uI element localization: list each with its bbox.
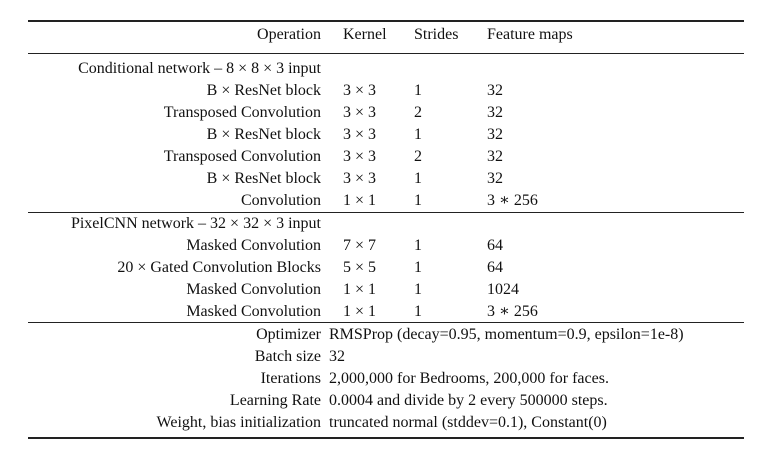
hyperparam-value: 0.0004 and divide by 2 every 500000 step…	[329, 392, 608, 409]
header-operation: Operation	[257, 26, 321, 43]
hyperparam-rule	[28, 322, 744, 323]
operation-cell: Transposed Convolution	[163, 104, 321, 121]
header-kernel: Kernel	[343, 26, 387, 43]
kernel-cell: 5 × 5	[343, 259, 377, 276]
table-row: B × ResNet block 3 × 3 1 32	[0, 124, 775, 146]
hyperparam-row: Batch size 32	[0, 346, 775, 368]
hyperparam-label: Weight, bias initialization	[156, 414, 321, 431]
table-row: 20 × Gated Convolution Blocks 5 × 5 1 64	[0, 257, 775, 279]
feature-maps-cell: 32	[487, 82, 503, 99]
pixelcnn-title: PixelCNN network – 32 × 32 × 3 input	[70, 215, 321, 232]
header-feature-maps: Feature maps	[487, 26, 573, 43]
hyperparam-value: 32	[329, 348, 345, 365]
operation-cell: B × ResNet block	[206, 82, 321, 99]
table-row: Masked Convolution 1 × 1 1 1024	[0, 279, 775, 301]
operation-cell: Masked Convolution	[186, 237, 321, 254]
feature-maps-cell: 32	[487, 148, 503, 165]
operation-cell: Masked Convolution	[186, 281, 321, 298]
operation-cell: B × ResNet block	[206, 170, 321, 187]
strides-cell: 1	[414, 281, 422, 298]
hyperparam-value: truncated normal (stddev=0.1), Constant(…	[329, 414, 607, 431]
top-rule	[28, 20, 744, 22]
table-row: Convolution 1 × 1 1 3 ∗ 256	[0, 190, 775, 212]
hyperparam-row: Optimizer RMSProp (decay=0.95, momentum=…	[0, 324, 775, 346]
table-row: Transposed Convolution 3 × 3 2 32	[0, 102, 775, 124]
strides-cell: 1	[414, 303, 422, 320]
kernel-cell: 1 × 1	[343, 281, 377, 298]
operation-cell: Masked Convolution	[186, 303, 321, 320]
bottom-rule	[28, 437, 744, 439]
hyperparam-row: Learning Rate 0.0004 and divide by 2 eve…	[0, 390, 775, 412]
feature-maps-cell: 3 ∗ 256	[487, 192, 538, 209]
feature-maps-cell: 3 ∗ 256	[487, 303, 538, 320]
conditional-title: Conditional network – 8 × 8 × 3 input	[78, 60, 321, 77]
hyperparam-row: Iterations 2,000,000 for Bedrooms, 200,0…	[0, 368, 775, 390]
section-title-conditional: Conditional network – 8 × 8 × 3 input	[0, 58, 775, 80]
header-strides: Strides	[414, 26, 459, 43]
table-row: B × ResNet block 3 × 3 1 32	[0, 168, 775, 190]
operation-cell: Transposed Convolution	[163, 148, 321, 165]
hyperparam-value: 2,000,000 for Bedrooms, 200,000 for face…	[329, 370, 609, 387]
section-rule	[28, 212, 744, 213]
strides-cell: 2	[414, 148, 422, 165]
strides-cell: 2	[414, 104, 422, 121]
section-title-pixelcnn: PixelCNN network – 32 × 32 × 3 input	[0, 213, 775, 235]
strides-cell: 1	[414, 259, 422, 276]
operation-cell: Convolution	[240, 192, 321, 209]
table-row: Transposed Convolution 3 × 3 2 32	[0, 146, 775, 168]
hyperparam-value: RMSProp (decay=0.95, momentum=0.9, epsil…	[329, 326, 684, 343]
strides-cell: 1	[414, 237, 422, 254]
kernel-cell: 3 × 3	[343, 126, 377, 143]
table-row: B × ResNet block 3 × 3 1 32	[0, 80, 775, 102]
feature-maps-cell: 1024	[487, 281, 519, 298]
kernel-cell: 1 × 1	[343, 192, 377, 209]
hyperparam-label: Batch size	[254, 348, 321, 365]
strides-cell: 1	[414, 126, 422, 143]
feature-maps-cell: 32	[487, 170, 503, 187]
hyperparam-label: Learning Rate	[229, 392, 321, 409]
strides-cell: 1	[414, 192, 422, 209]
kernel-cell: 3 × 3	[343, 148, 377, 165]
table-row: Masked Convolution 7 × 7 1 64	[0, 235, 775, 257]
header-rule	[28, 53, 744, 54]
kernel-cell: 7 × 7	[343, 237, 377, 254]
kernel-cell: 1 × 1	[343, 303, 377, 320]
hyperparam-label: Iterations	[260, 370, 321, 387]
kernel-cell: 3 × 3	[343, 82, 377, 99]
strides-cell: 1	[414, 170, 422, 187]
operation-cell: 20 × Gated Convolution Blocks	[117, 259, 321, 276]
strides-cell: 1	[414, 82, 422, 99]
hyperparam-label: Optimizer	[256, 326, 321, 343]
operation-cell: B × ResNet block	[206, 126, 321, 143]
kernel-cell: 3 × 3	[343, 170, 377, 187]
feature-maps-cell: 32	[487, 104, 503, 121]
feature-maps-cell: 32	[487, 126, 503, 143]
hyperparam-row: Weight, bias initialization truncated no…	[0, 412, 775, 434]
table-row: Masked Convolution 1 × 1 1 3 ∗ 256	[0, 301, 775, 323]
kernel-cell: 3 × 3	[343, 104, 377, 121]
header-row: Operation Kernel Strides Feature maps	[0, 24, 775, 46]
feature-maps-cell: 64	[487, 237, 503, 254]
feature-maps-cell: 64	[487, 259, 503, 276]
